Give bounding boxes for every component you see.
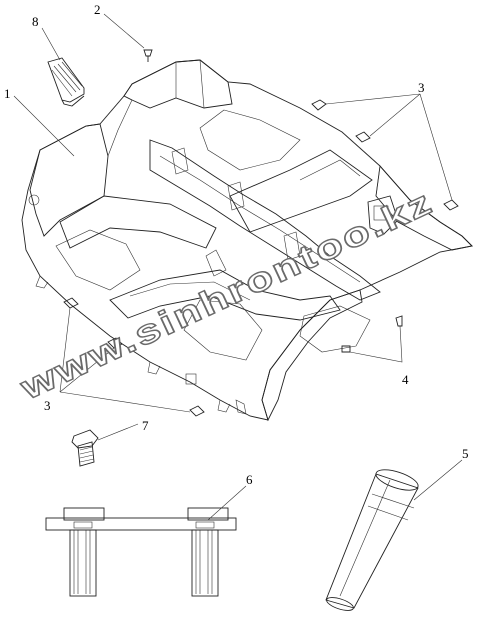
bracket-part-6	[45, 507, 237, 597]
leader-line-5	[413, 459, 463, 501]
callout-6: 6	[246, 472, 253, 487]
pedal-pad-part	[47, 57, 85, 107]
leader-line-2	[103, 13, 145, 49]
callout-2: 2	[94, 2, 101, 17]
callout-4: 4	[402, 372, 409, 387]
callout-8: 8	[32, 14, 39, 29]
leader-line-4	[349, 325, 403, 363]
callout-3-top: 3	[418, 80, 425, 95]
leader-line-7	[97, 423, 139, 441]
leader-line-8	[41, 27, 61, 61]
leader-line-1	[13, 95, 75, 157]
floor-panel-assembly	[21, 59, 473, 422]
callout-5: 5	[462, 446, 469, 461]
leader-line-3b	[59, 307, 191, 413]
bolt-part-7	[71, 429, 99, 467]
leader-line-6	[207, 485, 247, 521]
clip-part-3	[63, 99, 459, 417]
callout-7: 7	[142, 418, 149, 433]
clip-part-2	[143, 49, 153, 62]
watermark-text: www.sinhrontoo.kz	[14, 183, 439, 408]
canister-part-5	[325, 469, 419, 611]
leader-line-3a	[325, 93, 453, 201]
callout-3-bottom: 3	[44, 398, 51, 413]
callout-1: 1	[4, 86, 11, 101]
